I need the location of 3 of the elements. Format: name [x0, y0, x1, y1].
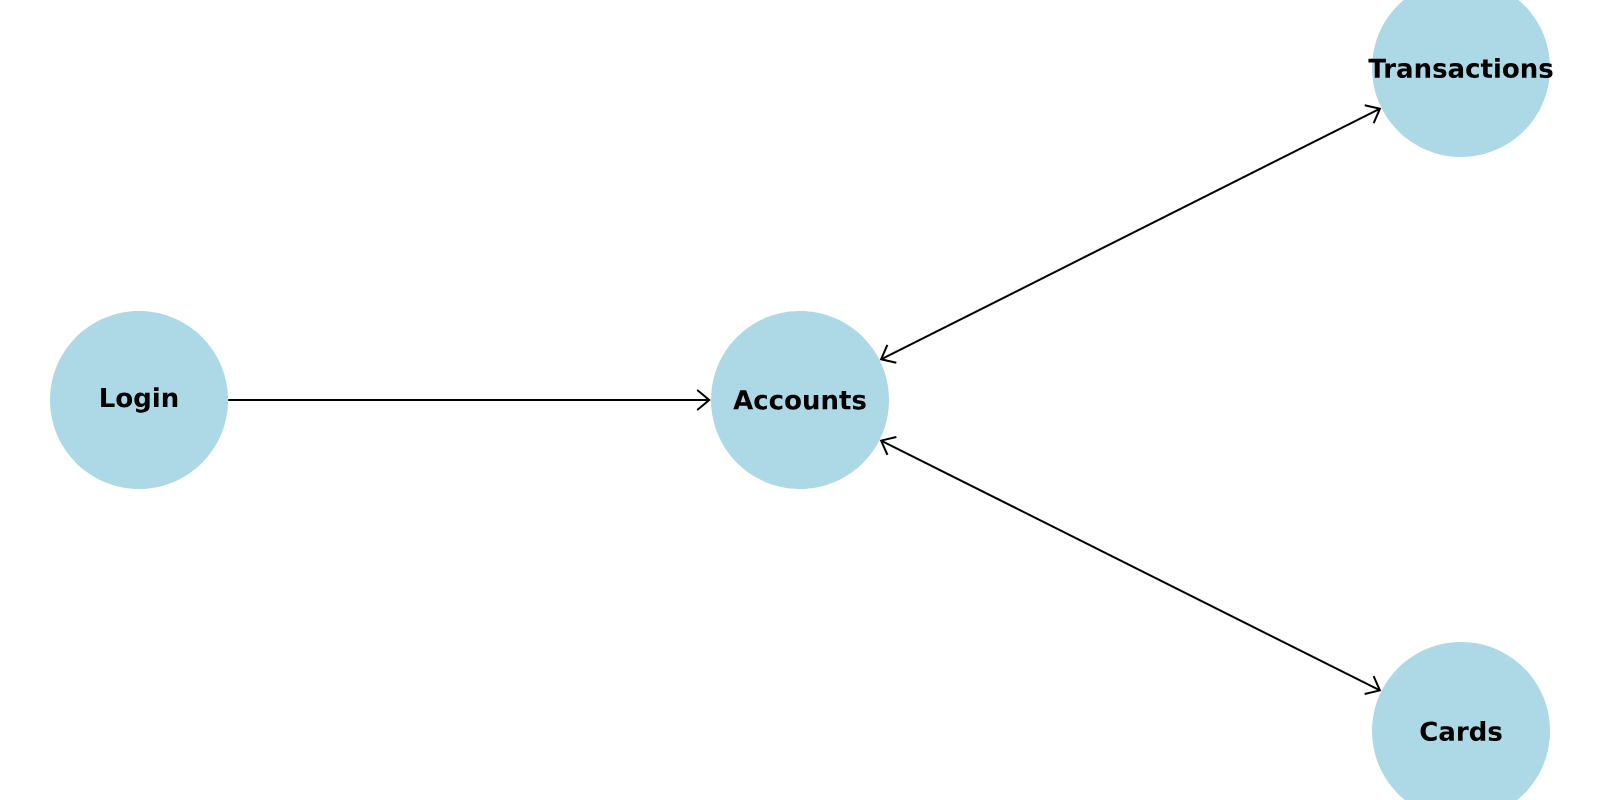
arrow — [879, 104, 1382, 364]
arrow — [879, 436, 1382, 695]
arrow — [227, 389, 711, 411]
